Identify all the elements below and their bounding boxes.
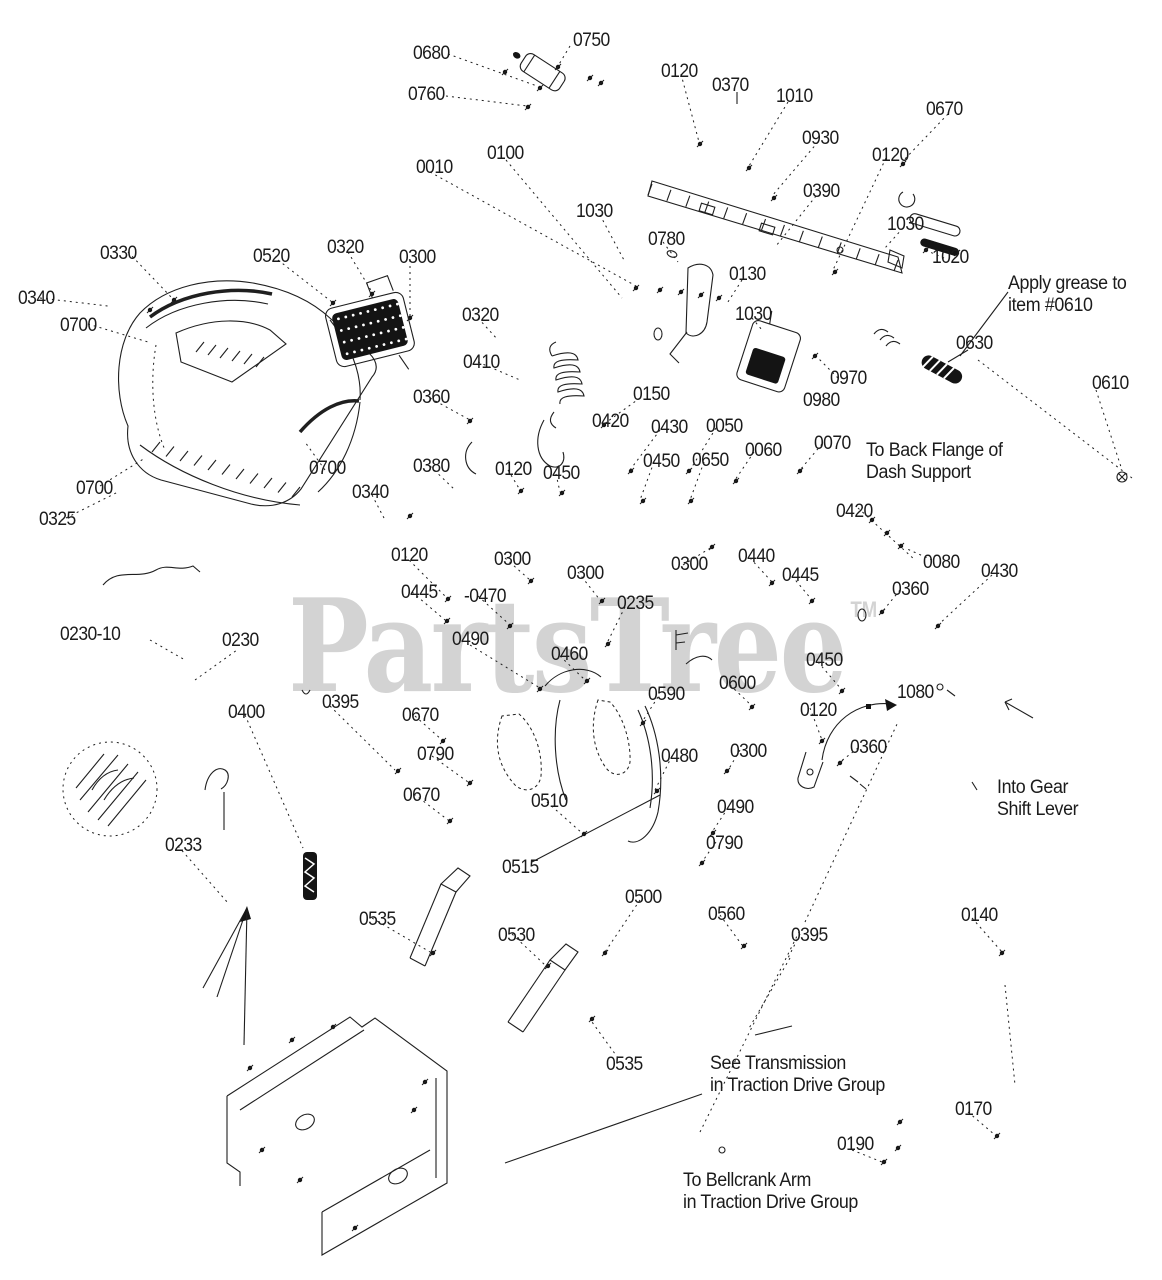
part-callout-0320: 0320	[327, 237, 364, 258]
part-callout-0700: 0700	[76, 478, 113, 499]
part-callout-0450: 0450	[543, 463, 580, 484]
part-callout-0650: 0650	[692, 450, 729, 471]
part-callout-0490: 0490	[717, 797, 754, 818]
part-callout-0420: 0420	[836, 501, 873, 522]
part-callout--0470: -0470	[464, 586, 507, 607]
part-callout-0300: 0300	[730, 741, 767, 762]
part-callout-1080: 1080	[897, 682, 934, 703]
part-callout-0930: 0930	[802, 128, 839, 149]
part-callout-0670: 0670	[926, 99, 963, 120]
part-callout-0233: 0233	[165, 835, 202, 856]
part-callout-0530: 0530	[498, 925, 535, 946]
part-callout-0390: 0390	[803, 181, 840, 202]
part-callout-0600: 0600	[719, 673, 756, 694]
part-callout-0445: 0445	[401, 582, 438, 603]
part-callout-0790: 0790	[706, 833, 743, 854]
part-callout-0560: 0560	[708, 904, 745, 925]
part-callout-0670: 0670	[403, 785, 440, 806]
part-callout-0500: 0500	[625, 887, 662, 908]
part-callout-0360: 0360	[850, 737, 887, 758]
part-callout-1030: 1030	[576, 201, 613, 222]
part-callout-0100: 0100	[487, 143, 524, 164]
part-callout-0130: 0130	[729, 264, 766, 285]
part-callout-0420: 0420	[592, 411, 629, 432]
part-callout-0010: 0010	[416, 157, 453, 178]
part-callout-0450: 0450	[806, 650, 843, 671]
part-callout-0360: 0360	[413, 387, 450, 408]
part-callout-0120: 0120	[391, 545, 428, 566]
part-callout-0060: 0060	[745, 440, 782, 461]
part-callout-0140: 0140	[961, 905, 998, 926]
part-callout-0050: 0050	[706, 416, 743, 437]
part-callout-0790: 0790	[417, 744, 454, 765]
part-callout-0630: 0630	[956, 333, 993, 354]
part-callout-0380: 0380	[413, 456, 450, 477]
part-callout-0750: 0750	[573, 30, 610, 51]
part-callout-0670: 0670	[402, 705, 439, 726]
part-callout-0190: 0190	[837, 1134, 874, 1155]
part-callout-0760: 0760	[408, 84, 445, 105]
part-callout-0430: 0430	[651, 417, 688, 438]
part-callout-0120: 0120	[872, 145, 909, 166]
part-callout-0535: 0535	[606, 1054, 643, 1075]
part-callout-0395: 0395	[791, 925, 828, 946]
part-callout-0320: 0320	[462, 305, 499, 326]
part-callout-0520: 0520	[253, 246, 290, 267]
part-callout-0120: 0120	[495, 459, 532, 480]
part-callout-0325: 0325	[39, 509, 76, 530]
part-callout-0300: 0300	[671, 554, 708, 575]
part-callout-0400: 0400	[228, 702, 265, 723]
part-callout-0515: 0515	[502, 857, 539, 878]
part-callout-0535: 0535	[359, 909, 396, 930]
part-callout-0680: 0680	[413, 43, 450, 64]
part-callout-0490: 0490	[452, 629, 489, 650]
part-callout-0300: 0300	[494, 549, 531, 570]
part-callout-0450: 0450	[643, 451, 680, 472]
part-callout-1030: 1030	[887, 214, 924, 235]
watermark-text: PartsTree	[288, 572, 848, 722]
part-callout-0340: 0340	[352, 482, 389, 503]
part-callout-0360: 0360	[892, 579, 929, 600]
part-callout-0395: 0395	[322, 692, 359, 713]
part-callout-0080: 0080	[923, 552, 960, 573]
part-callout-0780: 0780	[648, 229, 685, 250]
part-callout-1030: 1030	[735, 304, 772, 325]
part-callout-1010: 1010	[776, 86, 813, 107]
part-callout-0970: 0970	[830, 368, 867, 389]
part-callout-0340: 0340	[18, 288, 55, 309]
part-callout-0700: 0700	[309, 458, 346, 479]
part-callout-0510: 0510	[531, 791, 568, 812]
part-callout-0300: 0300	[567, 563, 604, 584]
part-callout-0980: 0980	[803, 390, 840, 411]
part-callout-0120: 0120	[661, 61, 698, 82]
part-callout-1020: 1020	[932, 247, 969, 268]
part-callout-0170: 0170	[955, 1099, 992, 1120]
part-callout-0460: 0460	[551, 644, 588, 665]
part-callout-0700: 0700	[60, 315, 97, 336]
part-callout-0150: 0150	[633, 384, 670, 405]
part-callout-0410: 0410	[463, 352, 500, 373]
part-callout-0440: 0440	[738, 546, 775, 567]
part-callout-0230: 0230	[222, 630, 259, 651]
part-callout-0230-10: 0230-10	[60, 624, 121, 645]
part-callout-0445: 0445	[782, 565, 819, 586]
part-callout-0330: 0330	[100, 243, 137, 264]
part-callout-0300: 0300	[399, 247, 436, 268]
part-callout-0480: 0480	[661, 746, 698, 767]
part-callout-0430: 0430	[981, 561, 1018, 582]
part-callout-0610: 0610	[1092, 373, 1129, 394]
part-callout-0120: 0120	[800, 700, 837, 721]
part-callout-0070: 0070	[814, 433, 851, 454]
part-callout-0235: 0235	[617, 593, 654, 614]
part-callout-0370: 0370	[712, 75, 749, 96]
part-callout-0590: 0590	[648, 684, 685, 705]
